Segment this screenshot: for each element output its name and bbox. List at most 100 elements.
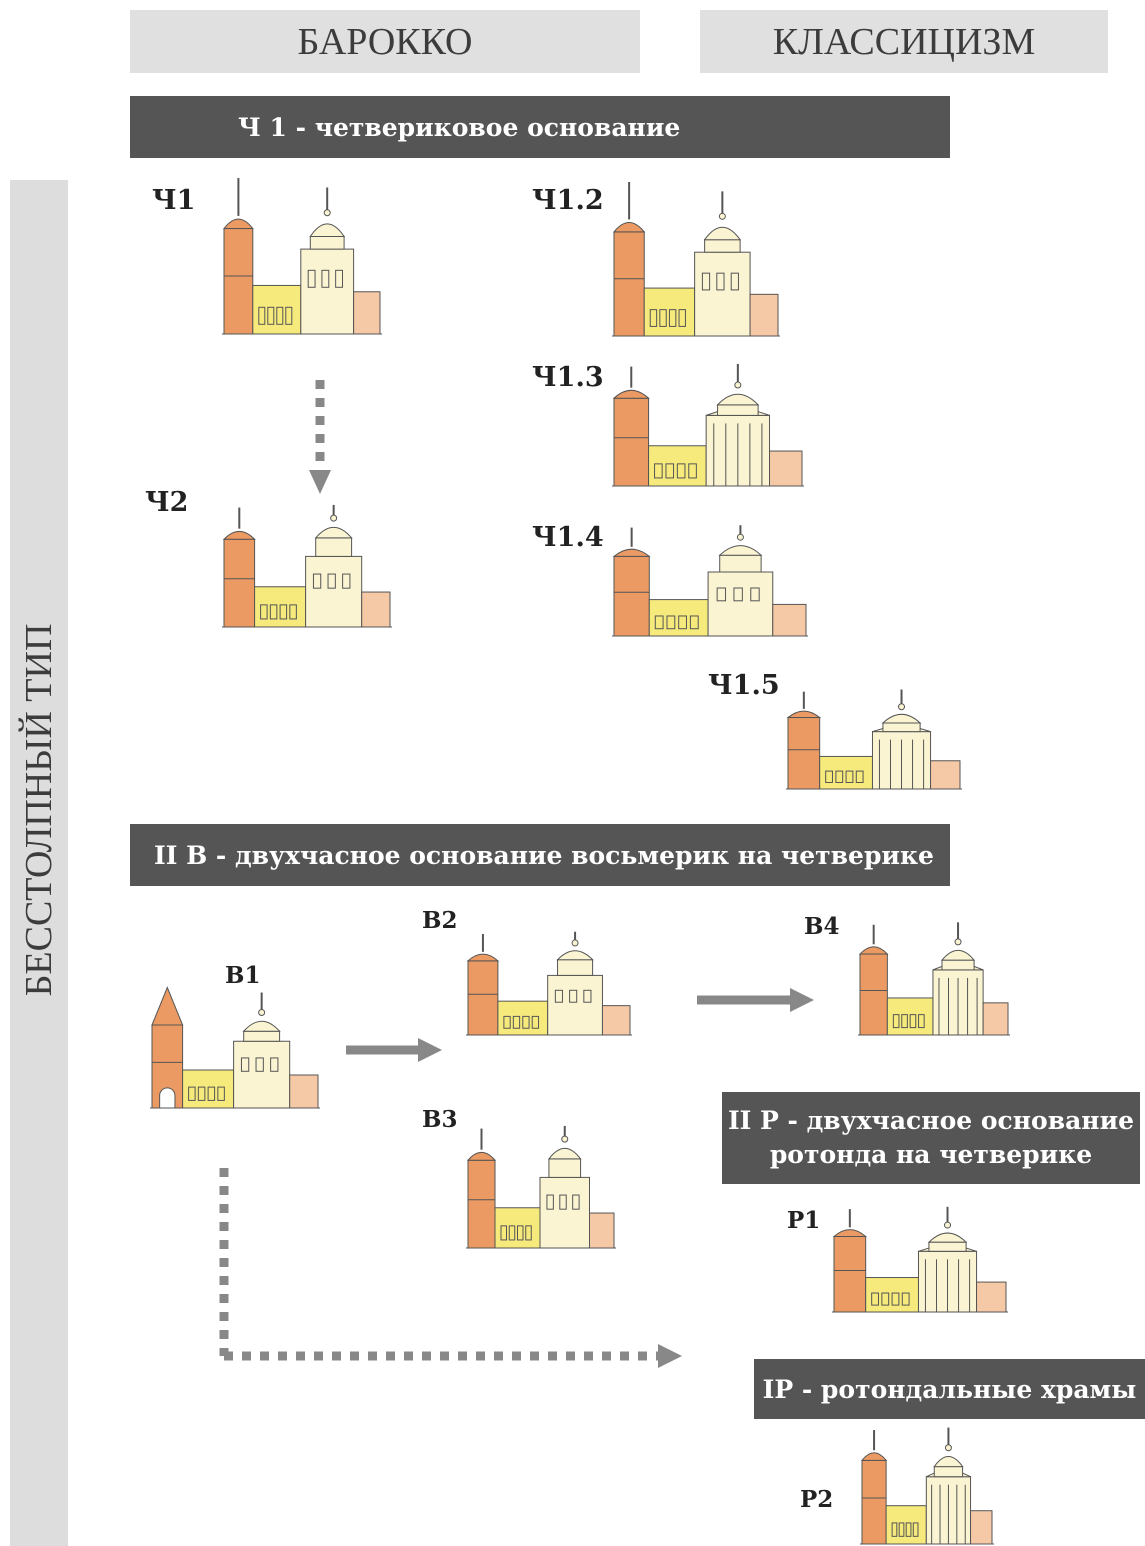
lantern	[571, 939, 579, 947]
refectory-window	[531, 1015, 540, 1029]
bell-tower	[861, 1459, 887, 1545]
tower-dome	[612, 389, 650, 399]
tower-dome	[786, 710, 822, 719]
bell-tower	[223, 538, 256, 628]
code-v1: В1	[225, 962, 261, 989]
main-window	[716, 272, 725, 291]
refectory-window	[269, 604, 278, 620]
lantern	[954, 938, 962, 946]
lantern	[736, 533, 744, 541]
main-volume	[547, 974, 603, 1036]
church-v4	[858, 922, 1010, 1036]
code-ch1-4: Ч1.4	[532, 522, 604, 553]
refectory-window	[676, 463, 686, 479]
refectory-window	[267, 306, 275, 325]
church-v1	[150, 986, 320, 1109]
apse	[772, 603, 807, 637]
refectory-window	[855, 770, 864, 783]
main-window	[572, 1194, 580, 1210]
main-window	[554, 989, 563, 1003]
main-window	[255, 1057, 264, 1072]
refectory-window	[845, 770, 854, 783]
dome	[716, 393, 760, 406]
refectory-window	[665, 463, 675, 479]
bell-tower	[787, 717, 821, 790]
tower-tent-roof	[151, 986, 184, 1026]
main-window	[240, 1057, 250, 1072]
code-ch1-3: Ч1.3	[532, 362, 604, 393]
arrow-v1-to-v2	[346, 1038, 442, 1062]
refectory-window	[258, 306, 266, 325]
code-ch1-5: Ч1.5	[708, 670, 780, 701]
dome	[718, 545, 763, 556]
dome	[314, 526, 353, 539]
tower-dome	[222, 530, 256, 540]
refectory-window	[188, 1086, 196, 1101]
bell-tower	[613, 397, 650, 487]
refectory-window	[668, 309, 677, 327]
tower-dome	[612, 548, 651, 557]
refectory-window	[276, 306, 284, 325]
main-window	[546, 1194, 554, 1210]
side-bar	[10, 180, 68, 1546]
dome	[927, 1232, 968, 1243]
refectory-window	[901, 1292, 910, 1306]
main-window	[730, 272, 739, 291]
main-window	[335, 269, 344, 288]
refectory-window	[289, 604, 297, 620]
lantern	[944, 1221, 952, 1229]
refectory-window	[525, 1225, 532, 1241]
main-window	[559, 1194, 567, 1210]
lantern	[330, 514, 338, 522]
arrow-v1-to-ir	[219, 1168, 682, 1368]
code-ch2: Ч2	[145, 487, 189, 518]
apse	[601, 1005, 631, 1036]
section-iir-line2: ротонда на четверике	[769, 1140, 1093, 1169]
refectory-window	[666, 615, 676, 630]
refectory-window	[891, 1292, 900, 1306]
tower-gate-arch	[159, 1087, 176, 1108]
church-r2	[860, 1427, 994, 1545]
dome	[547, 1147, 582, 1160]
bell-tower	[613, 555, 650, 637]
code-v2: В2	[422, 907, 458, 934]
refectory-window	[678, 309, 686, 327]
main-window	[327, 573, 336, 589]
bell-tower	[223, 228, 254, 335]
main-window	[569, 989, 578, 1003]
refectory-window	[654, 463, 663, 479]
lantern	[718, 212, 726, 220]
tower-dome	[466, 953, 500, 962]
tower-dome	[858, 946, 889, 955]
refectory-window	[909, 1014, 917, 1029]
main-window	[716, 587, 727, 602]
refectory-window	[517, 1225, 524, 1241]
code-ch1-2: Ч1.2	[532, 185, 604, 216]
header-classicism: КЛАССИЦИЗМ	[700, 10, 1108, 73]
section-ch1: Ч 1 - четвериковое основание	[130, 96, 950, 158]
tower-dome	[222, 218, 254, 230]
dome	[242, 1020, 281, 1032]
refectory-window	[260, 604, 268, 620]
section-iiv: II В - двухчасное основание восьмерик на…	[130, 824, 950, 886]
refectory-window	[905, 1522, 912, 1537]
refectory-window	[688, 463, 697, 479]
refectory-window	[659, 309, 667, 327]
main-window	[701, 272, 711, 291]
apse	[982, 1002, 1009, 1036]
dome	[556, 950, 594, 961]
church-ch2	[222, 504, 392, 628]
refectory-window	[891, 1522, 898, 1537]
code-r2: Р2	[800, 1486, 834, 1513]
church-ch1-5	[786, 689, 962, 790]
church-r1	[832, 1206, 1008, 1313]
refectory-window	[500, 1225, 507, 1241]
refectory-window	[689, 615, 699, 630]
arrow-ch1-to-ch2	[309, 380, 331, 494]
church-v2	[466, 931, 632, 1036]
lantern	[898, 703, 906, 711]
dome	[940, 949, 976, 961]
refectory-window	[279, 604, 288, 620]
section-iir-line1: II Р - двухчасное основание	[727, 1106, 1135, 1136]
